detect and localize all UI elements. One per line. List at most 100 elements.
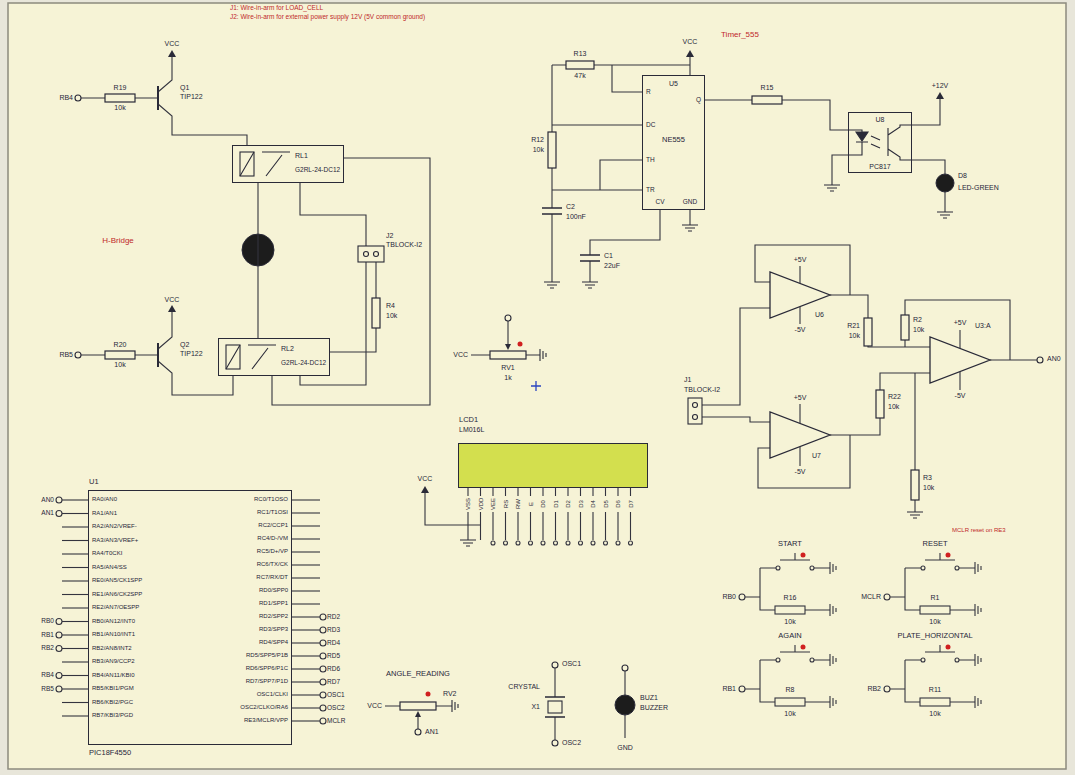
switch-contact: [810, 658, 814, 662]
ic-pin-name: RA1/AN1: [92, 510, 117, 517]
wire: [905, 300, 1037, 512]
power-arrow: [505, 344, 511, 350]
terminal: [56, 497, 62, 503]
terminal: [688, 398, 702, 424]
terminal: [320, 614, 326, 620]
component-label: START: [778, 540, 802, 549]
wire: [272, 158, 430, 405]
section-title: Timer_555: [721, 30, 759, 39]
terminal: [505, 315, 511, 321]
terminal: [320, 705, 326, 711]
buzzer-symbol: [615, 695, 635, 715]
net-label: RD5: [327, 652, 340, 659]
resistor-symbol: [920, 698, 950, 706]
component-label: R4: [386, 302, 395, 310]
component-label: AGAIN: [778, 632, 801, 641]
ic-pin-name: RE3/MCLR/VPP: [244, 717, 288, 724]
terminal: [616, 541, 620, 545]
component-label: RB1: [722, 685, 736, 693]
component-label: TBLOCK-I2: [684, 386, 720, 394]
optocoupler-box: U8PC817: [848, 112, 912, 173]
pin-line: [62, 499, 88, 500]
component-label: DC: [646, 121, 655, 128]
switch-contact: [921, 566, 925, 570]
component-label: R13: [574, 50, 587, 58]
resistor-symbol: [920, 606, 950, 614]
lcd-pin-name: VEE: [490, 498, 497, 510]
lcd-pin-name: E: [527, 502, 534, 506]
ic-pin-name: RC2/CCP1: [258, 522, 288, 529]
component-label: AN0: [1047, 355, 1061, 363]
wire: [705, 96, 848, 130]
wire: [702, 245, 930, 405]
ic-pin-name: RB2/AN8/INT2: [92, 645, 132, 652]
capacitor-symbol: [542, 208, 600, 261]
wire: [832, 98, 945, 212]
ic-pin-name: RD0/SPP0: [259, 587, 288, 594]
wire: [81, 56, 1037, 740]
terminal: [75, 95, 1043, 746]
pin-line: [292, 642, 320, 643]
design-note: MCLR reset on RE3: [952, 527, 1006, 534]
component-label: CV: [655, 198, 664, 205]
pin-line: [292, 538, 320, 539]
ic-pin-name: RC6/TX/CK: [257, 561, 288, 568]
pin-line: [62, 594, 88, 595]
component-label: VCC: [683, 38, 698, 46]
component-label: VCC: [367, 702, 382, 710]
ic-pin-name: RD1/SPP1: [259, 600, 288, 607]
lcd-pin-name: D1: [552, 500, 559, 508]
terminal: [579, 541, 583, 545]
component-label: TR: [646, 186, 655, 193]
resistor-symbol: [548, 132, 556, 168]
pin-line: [292, 590, 320, 591]
component-label: RB0: [722, 593, 736, 601]
terminal: [358, 246, 384, 262]
net-label: OSC2: [327, 704, 345, 711]
resistor-symbol: [901, 315, 909, 340]
probe-dot: [518, 342, 523, 347]
component-label: RB4: [59, 94, 73, 102]
design-note: J2: Wire-in-arm for external power suppl…: [230, 13, 425, 20]
terminal: [884, 594, 890, 600]
power-arrow: [936, 92, 944, 99]
component-label: R2: [913, 316, 922, 324]
terminal: [591, 541, 595, 545]
component-label: PLATE_HORIZONTAL: [897, 632, 972, 641]
resistor-symbol: [752, 96, 782, 104]
component-label: D8: [958, 172, 967, 180]
component-label: 1k: [504, 374, 511, 382]
component-label: 10k: [114, 361, 125, 369]
optocoupler-symbol: [848, 125, 912, 160]
crystal-symbol: [545, 697, 565, 717]
pin-line: [292, 655, 320, 656]
terminal: [320, 640, 326, 646]
lcd-pin-name: D3: [577, 500, 584, 508]
component-label: LED-GREEN: [958, 184, 999, 192]
pin-line: [62, 702, 88, 703]
component-label: +5V: [794, 256, 807, 264]
component-label: -5V: [795, 468, 806, 476]
pin-line: [517, 488, 518, 540]
component-label: VCC: [453, 351, 468, 359]
lcd-pin-name: VDD: [477, 498, 484, 511]
component-label: 10k: [888, 403, 899, 411]
net-label: AN0: [41, 496, 54, 503]
ic-pin-name: RA5/AN4/SS: [92, 564, 127, 571]
ic-pin-name: RA2/AN2/VREF-: [92, 523, 137, 530]
ic-pin-name: RC5/D+/VP: [257, 548, 288, 555]
lcd-pin-name: D6: [615, 500, 622, 508]
ic-pin-name: RA4/T0CKI: [92, 550, 122, 557]
probe-dot: [946, 645, 951, 650]
relay-symbol: [240, 152, 290, 176]
component-label: CRYSTAL: [508, 683, 540, 691]
component-label: RV1: [501, 364, 515, 372]
component-label: 10k: [929, 710, 940, 718]
optocoupler-symbol: [848, 125, 912, 160]
pin-line: [292, 525, 320, 526]
terminal: [693, 415, 698, 420]
ic-pin-name: RE1/AN6/CK2SPP: [92, 591, 142, 598]
terminal: [739, 594, 745, 600]
component-label: R11: [929, 686, 941, 694]
